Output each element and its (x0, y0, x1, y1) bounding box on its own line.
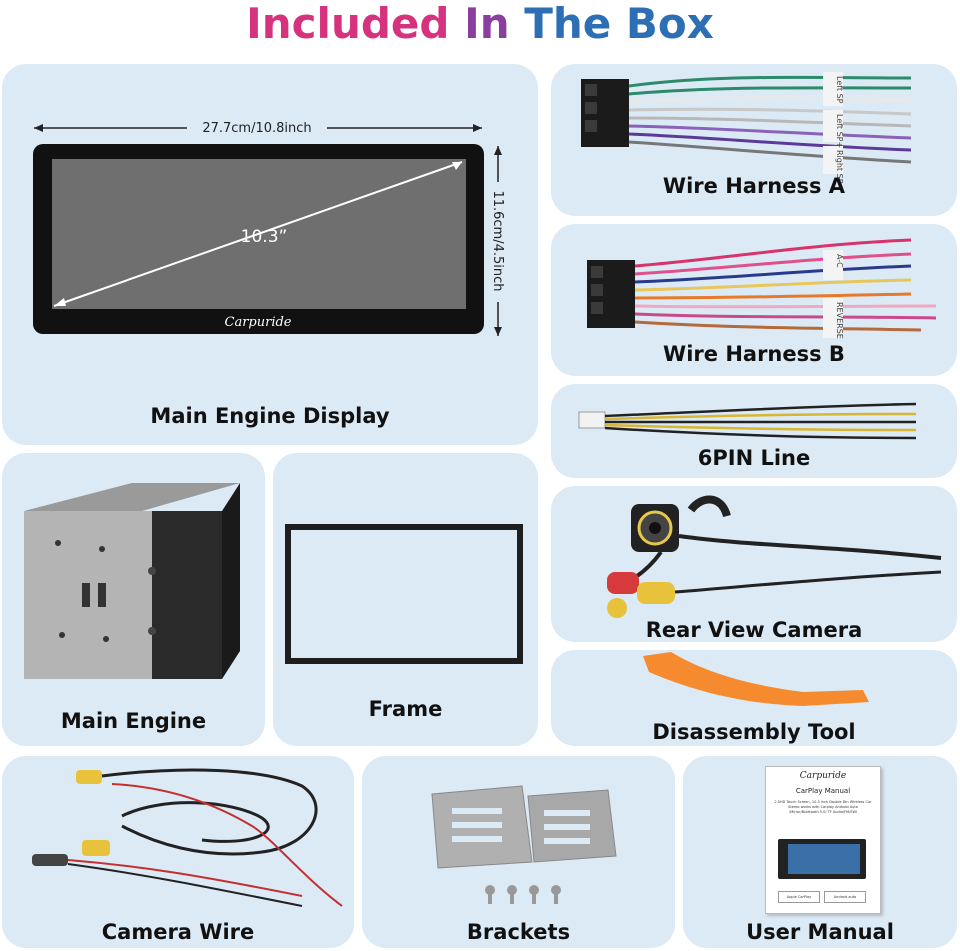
rear-view-camera-illustration (607, 495, 942, 618)
label-wire-harness-a: Wire Harness A (662, 174, 846, 198)
harness-a-tag-1: Left SP (835, 76, 844, 104)
label-disassembly-tool: Disassembly Tool (652, 720, 856, 744)
panel-6pin-line: 6PIN Line (551, 384, 957, 478)
display-illustration: 27.7cm/10.8inch 10.3” Carpuride 11.6cm/4… (33, 118, 508, 336)
label-brackets: Brackets (466, 920, 571, 944)
panel-camera-wire: Camera Wire (2, 756, 354, 948)
manual-title: CarPlay Manual (795, 787, 851, 795)
panel-user-manual: Carpuride CarPlay Manual 2.5HD Touch Scr… (683, 756, 957, 948)
panel-rear-view-camera: Rear View Camera (551, 486, 957, 642)
panel-main-engine: Main Engine (2, 453, 265, 746)
panel-brackets: Brackets (362, 756, 675, 948)
display-brand-logo: Carpuride (225, 315, 292, 330)
panel-main-engine-display: 27.7cm/10.8inch 10.3” Carpuride 11.6cm/4… (2, 64, 538, 445)
diagonal-dimension: 10.3” (241, 227, 288, 247)
harness-b-tag-2: REVERSE (835, 302, 844, 339)
manual-device-image (778, 839, 866, 879)
panel-frame: Frame (273, 453, 538, 746)
wire-harness-b-illustration: A-C REVERSE (587, 238, 937, 339)
panel-wire-harness-b: A-C REVERSE Wire Harness B (551, 224, 957, 376)
harness-a-tag-3: Right SP (835, 150, 844, 184)
label-rear-view-camera: Rear View Camera (645, 618, 863, 642)
title-word-1: Included (246, 0, 450, 48)
wire-harness-a-illustration: Left SP Left SP+ Right SP (581, 72, 912, 184)
page-title: Included In The Box (0, 0, 960, 50)
brackets-illustration (431, 785, 617, 904)
disassembly-tool-illustration (643, 652, 869, 706)
label-user-manual: User Manual (746, 920, 894, 944)
label-main-engine: Main Engine (60, 709, 207, 733)
height-dimension: 11.6cm/4.5inch (490, 190, 505, 291)
6pin-line-illustration (578, 402, 917, 440)
camera-wire-illustration (32, 768, 343, 907)
manual-brand: Carpuride (799, 771, 847, 781)
label-wire-harness-b: Wire Harness B (663, 342, 845, 366)
manual-badge-carplay: Apple CarPlay (778, 891, 820, 903)
manual-badge-android-auto: Android auto (824, 891, 866, 903)
label-6pin-line: 6PIN Line (697, 446, 811, 470)
title-word-3: The Box (524, 0, 714, 48)
frame-illustration (285, 524, 523, 664)
harness-b-tag-1: A-C (835, 254, 844, 268)
main-engine-illustration (24, 483, 240, 679)
label-camera-wire: Camera Wire (101, 920, 255, 944)
label-frame: Frame (368, 697, 443, 721)
manual-booklet: Carpuride CarPlay Manual 2.5HD Touch Scr… (765, 766, 881, 914)
panel-disassembly-tool: Disassembly Tool (551, 650, 957, 746)
label-main-engine-display: Main Engine Display (150, 404, 390, 428)
manual-description: 2.5HD Touch Screen, 10.3 inch Double Din… (774, 800, 872, 814)
harness-a-tag-2: Left SP+ (835, 114, 844, 148)
width-dimension: 27.7cm/10.8inch (202, 121, 311, 136)
title-word-2: In (464, 0, 510, 48)
panel-wire-harness-a: Left SP Left SP+ Right SP Wire Harness A (551, 64, 957, 216)
